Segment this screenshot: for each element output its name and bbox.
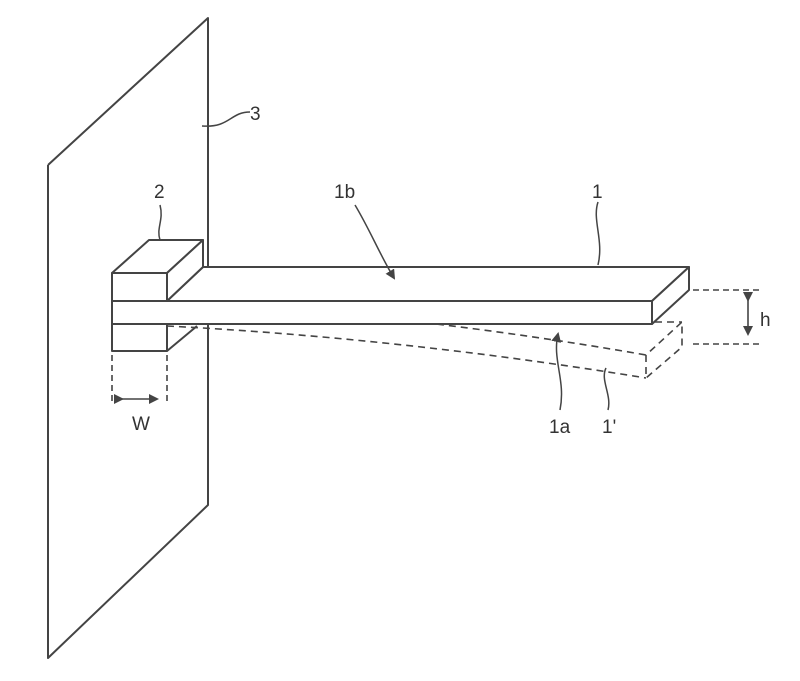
label-deflected-beam: 1' (602, 417, 616, 438)
deflected-beam-outline (149, 299, 683, 379)
deflection-dimension (693, 289, 762, 345)
support-block (111, 239, 204, 352)
width-dimension (111, 355, 168, 405)
leader-lines (158, 111, 610, 411)
beam (111, 266, 690, 325)
label-support-block: 2 (154, 182, 165, 203)
label-wall: 3 (250, 104, 261, 125)
label-beam-lower-surface: 1a (549, 417, 571, 438)
label-beam-upper-surface: 1b (334, 182, 355, 203)
label-width: W (132, 414, 150, 435)
label-beam: 1 (592, 182, 603, 203)
label-deflection: h (760, 310, 771, 331)
